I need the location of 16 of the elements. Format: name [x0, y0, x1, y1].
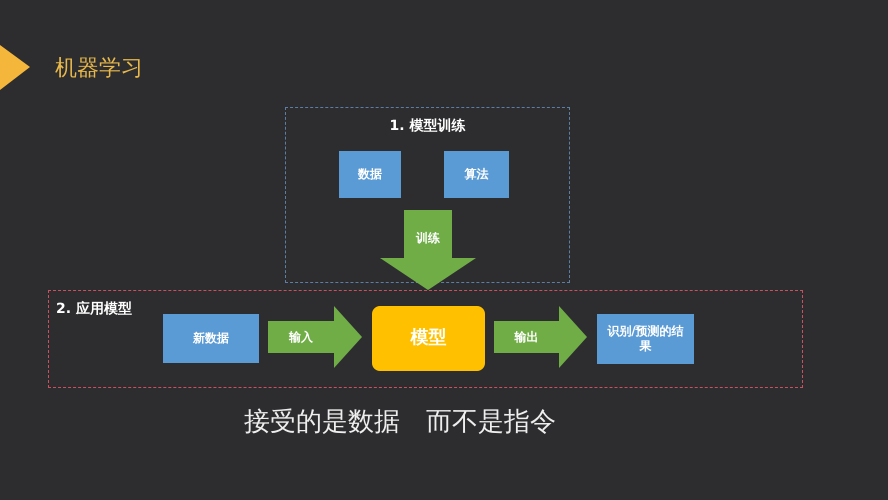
- caption-text: 而不是指令: [426, 406, 556, 439]
- caption-text: 接受的是数据: [244, 406, 400, 439]
- edge-label: 输入: [289, 329, 313, 346]
- process-box: 新数据: [163, 314, 259, 363]
- slide-title: 机器学习: [55, 55, 143, 83]
- model-box: 模型: [372, 306, 485, 371]
- block-arrow: [494, 306, 587, 368]
- edge-label: 训练: [416, 230, 440, 247]
- process-box: 数据: [339, 151, 401, 198]
- group-title: 2. 应用模型: [56, 300, 132, 319]
- block-arrow: [268, 306, 362, 368]
- edge-label: 输出: [514, 329, 538, 346]
- block-arrow: [380, 210, 476, 290]
- process-box: 算法: [444, 151, 509, 198]
- group-title: 1. 模型训练: [388, 117, 466, 136]
- process-box: 识别/预测的结果: [597, 314, 694, 364]
